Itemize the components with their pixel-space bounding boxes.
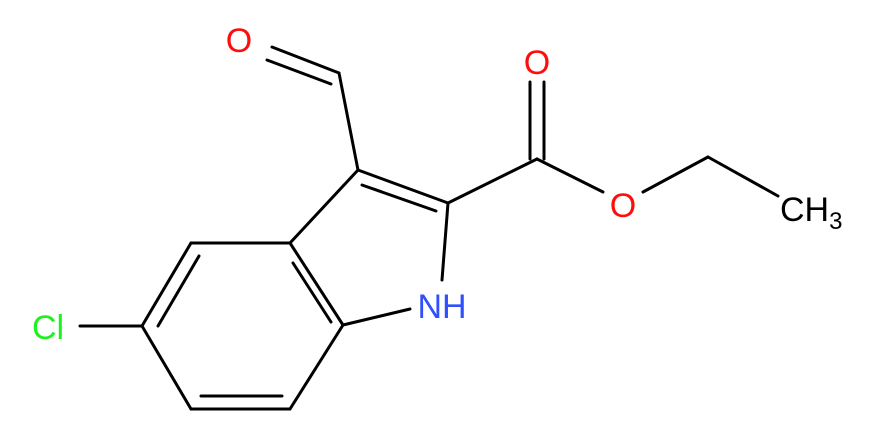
- bond-c5-c6: [140, 324, 193, 411]
- methyl-label-ch: CH: [780, 191, 829, 229]
- bond-aldehyde-co-1: [270, 45, 341, 75]
- bond-aldehyde-co-2: [265, 58, 333, 86]
- bond-ester-co-single: [535, 157, 605, 194]
- bonds: [78, 45, 780, 411]
- bond-c7-c7a: [288, 323, 345, 411]
- bond-c2-c3: [356, 168, 450, 205]
- atom-label-nitrogen: NH: [417, 288, 466, 326]
- bond-n-c7a: [341, 307, 412, 327]
- bond-c3a-c7a-inner: [291, 261, 333, 324]
- bond-c4-c5: [140, 241, 193, 328]
- bond-ch2-ch3: [706, 155, 780, 198]
- bond-c4-c5-inner: [156, 254, 201, 328]
- bond-c3-cho: [337, 71, 360, 172]
- bond-c3-c3a: [288, 168, 360, 245]
- methyl-label-subscript: 3: [829, 208, 842, 235]
- atom-label-chlorine: Cl: [32, 309, 64, 347]
- atom-labels: O O O CH3 NH Cl: [32, 22, 843, 347]
- bond-c2-n: [440, 201, 450, 282]
- bond-c2-ester: [446, 157, 539, 205]
- atom-label-aldehyde-oxygen: O: [226, 22, 252, 60]
- atom-label-carbonyl-oxygen: O: [524, 44, 550, 82]
- bond-c2-c3-inner: [360, 183, 438, 213]
- bond-c3a-c7a: [288, 241, 345, 327]
- atom-label-methyl: CH3: [780, 191, 842, 235]
- atom-label-ester-oxygen: O: [610, 187, 636, 225]
- bond-o-ch2: [641, 155, 710, 194]
